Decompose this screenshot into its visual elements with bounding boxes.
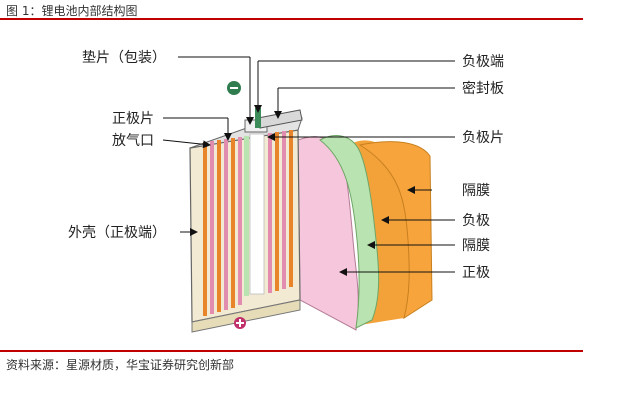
anode-layer — [319, 135, 380, 329]
label-casing: 外壳（正极端） — [68, 225, 166, 241]
leader-vent — [162, 139, 211, 149]
minus-symbol-bar — [230, 87, 238, 89]
label-positive-tab: 正极片 — [112, 111, 154, 127]
bottom-rule — [0, 350, 583, 352]
plus-symbol-v — [239, 319, 241, 327]
figure-source: 资料来源：星源材质，华宝证券研究创新部 — [6, 358, 235, 372]
figure-title: 图 1：锂电池内部结构图 — [6, 4, 138, 18]
label-negative-tab: 负极片 — [462, 130, 504, 146]
casing-base — [191, 299, 301, 333]
label-sealing-plate: 密封板 — [462, 81, 504, 97]
label-separator-1: 隔膜 — [462, 183, 490, 199]
top-rule — [0, 18, 583, 20]
label-vent: 放气口 — [112, 133, 154, 149]
separator-layer-inner — [358, 141, 433, 320]
label-gasket: 垫片（包装） — [82, 50, 166, 66]
tab-separator — [244, 136, 249, 296]
negative-tab — [255, 108, 261, 128]
label-separator-2: 隔膜 — [462, 238, 490, 254]
label-negative-terminal: 负极端 — [462, 54, 504, 70]
label-anode: 负极 — [462, 213, 490, 229]
electrode-stripes — [203, 130, 293, 316]
label-cathode: 正极 — [462, 265, 490, 281]
